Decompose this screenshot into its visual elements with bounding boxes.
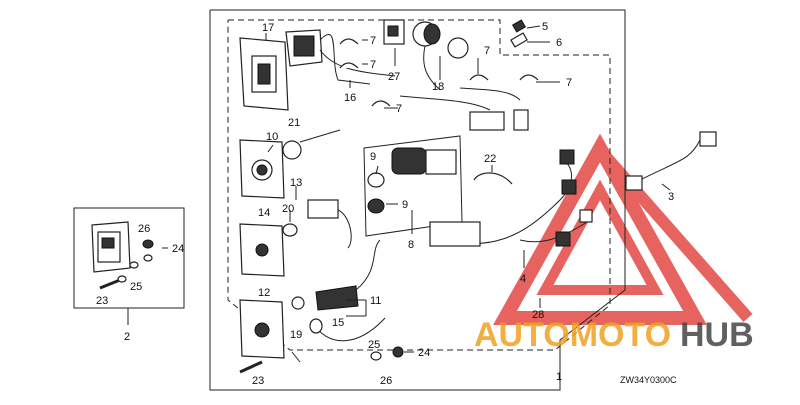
label-13: 13 xyxy=(290,177,302,189)
label-26a: 26 xyxy=(138,223,150,235)
label-25b: 25 xyxy=(368,339,380,351)
harness-leads xyxy=(399,87,529,131)
label-21: 21 xyxy=(288,117,300,129)
label-4: 4 xyxy=(520,273,526,285)
label-24a: 24 xyxy=(172,243,184,255)
part-14-plate xyxy=(239,223,285,277)
part-12-plate xyxy=(239,299,285,374)
part-17-plate xyxy=(239,33,289,111)
label-23a: 23 xyxy=(96,295,108,307)
label-28: 28 xyxy=(532,309,544,321)
leader-lines xyxy=(162,25,671,366)
label-7d: 7 xyxy=(484,45,490,57)
part-11-switch xyxy=(291,239,381,311)
label-26b: 26 xyxy=(380,375,392,387)
label-6: 6 xyxy=(556,37,562,49)
label-14: 14 xyxy=(258,207,270,219)
part-5-6-fuse xyxy=(510,19,528,48)
part-7-clamps xyxy=(339,38,539,107)
part-15-lanyard xyxy=(309,317,386,342)
label-20: 20 xyxy=(282,203,294,215)
label-5: 5 xyxy=(542,21,548,33)
main-assembly-outline xyxy=(209,9,626,391)
switch-panel-box xyxy=(73,207,185,325)
label-9a: 9 xyxy=(370,151,376,163)
label-3: 3 xyxy=(668,191,674,203)
drawing-code: ZW34Y0300C xyxy=(620,375,677,385)
label-17: 17 xyxy=(262,22,274,34)
label-22: 22 xyxy=(484,153,496,165)
label-10: 10 xyxy=(266,131,278,143)
label-18: 18 xyxy=(432,81,444,93)
label-2: 2 xyxy=(124,331,130,343)
label-1: 1 xyxy=(556,371,562,383)
label-11: 11 xyxy=(370,295,381,307)
label-16: 16 xyxy=(344,92,356,104)
label-12: 12 xyxy=(258,287,270,299)
label-19: 19 xyxy=(290,329,302,341)
part-10-plate xyxy=(239,139,285,199)
watermark-brand-1: AUTOMOTO xyxy=(474,316,671,354)
part-21-ring xyxy=(282,140,302,160)
part-8-assembly xyxy=(363,135,463,237)
label-7a: 7 xyxy=(370,35,376,47)
part-13-switch xyxy=(282,199,352,249)
part-27-bracket xyxy=(383,19,405,45)
part-22-clip xyxy=(473,172,513,185)
label-9b: 9 xyxy=(402,199,408,211)
label-25a: 25 xyxy=(130,281,142,293)
part-number-labels: 17 7 7 27 16 7 18 5 6 7 7 21 10 9 9 8 13… xyxy=(96,21,677,387)
part-18-buzzer xyxy=(412,21,469,91)
label-23b: 23 xyxy=(252,375,264,387)
part-3-extension xyxy=(625,131,717,191)
part-16-switch xyxy=(285,29,396,88)
label-15: 15 xyxy=(332,317,344,329)
watermark-text: AUTOMOTO HUB xyxy=(474,316,754,354)
label-24b: 24 xyxy=(418,347,430,359)
label-7c: 7 xyxy=(396,103,402,115)
part-4-harness xyxy=(429,149,593,247)
label-7b: 7 xyxy=(370,59,376,71)
label-7e: 7 xyxy=(566,77,572,89)
bottom-hardware xyxy=(370,346,404,361)
watermark-brand-2: HUB xyxy=(680,316,754,354)
watermark-logo xyxy=(493,133,753,325)
label-27: 27 xyxy=(388,71,400,83)
label-8: 8 xyxy=(408,239,414,251)
